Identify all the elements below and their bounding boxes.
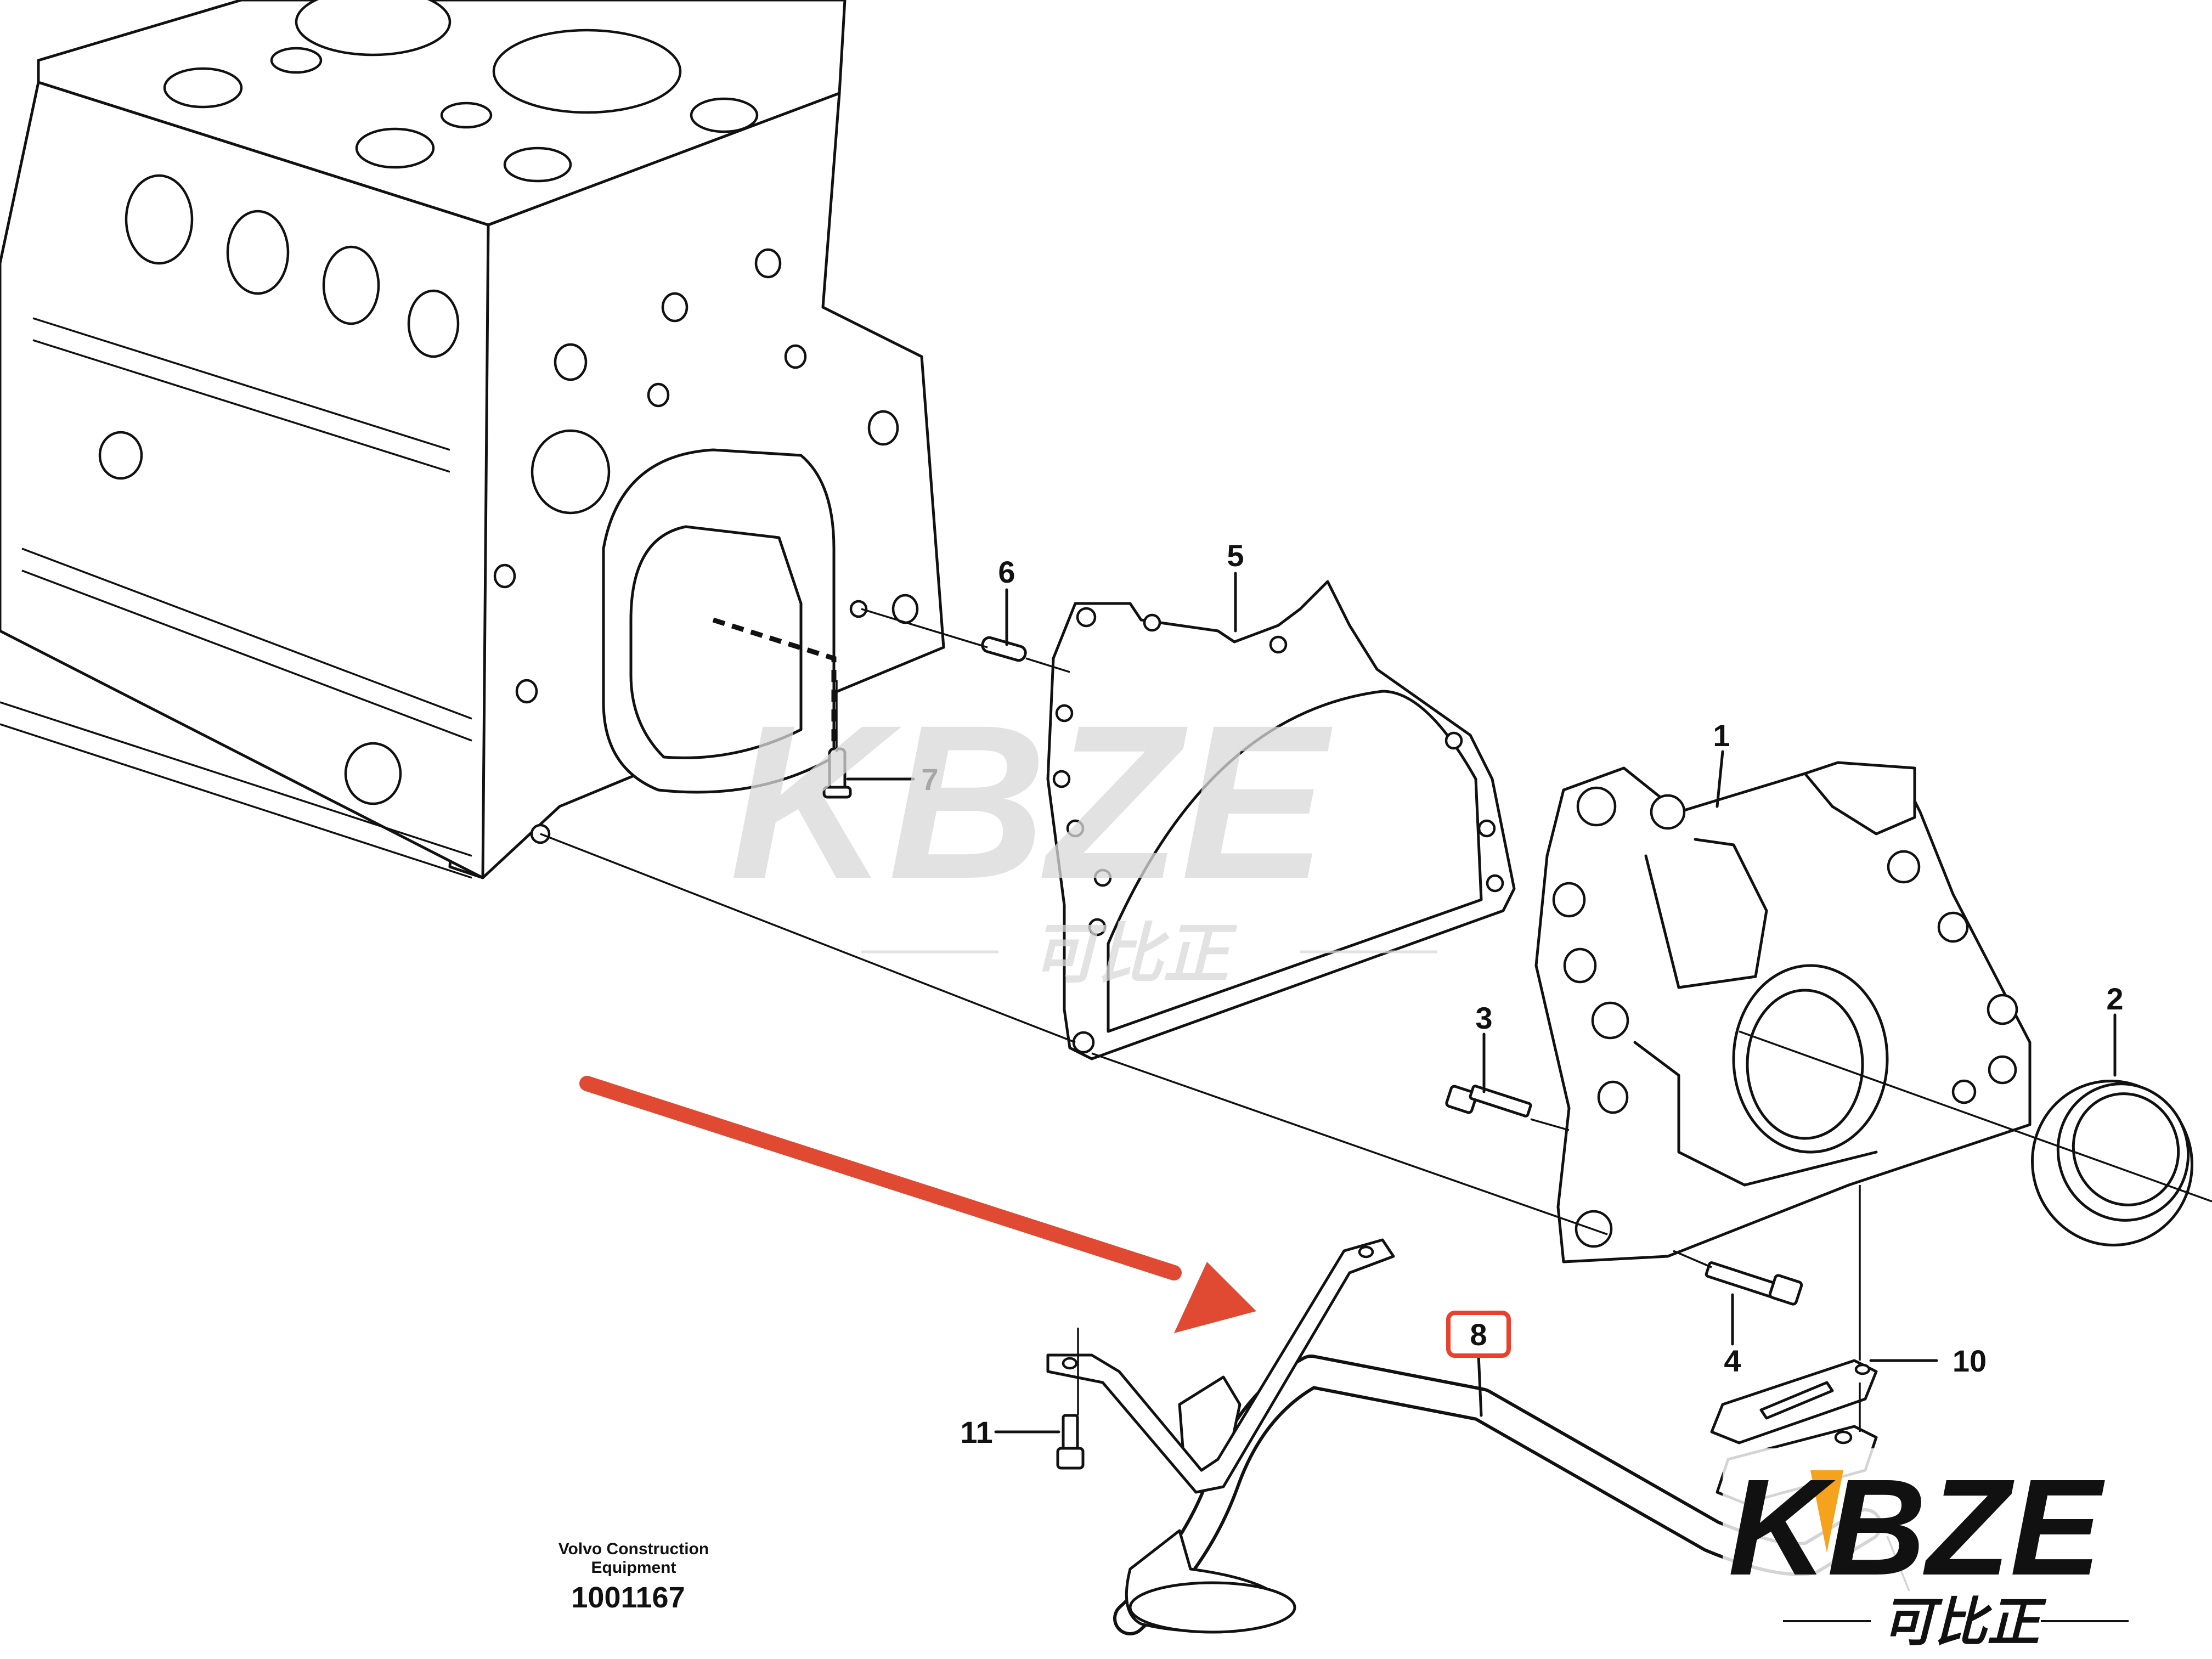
callout-7: 7 xyxy=(921,762,938,797)
callout-3: 3 xyxy=(1475,1001,1492,1035)
watermark-brand-center: KBZE xyxy=(730,679,1335,924)
source-credit: Volvo Construction Equipment 1001167 xyxy=(558,1540,709,1614)
watermark-chinese-center: 可比正 xyxy=(1031,917,1238,991)
callout-4: 4 xyxy=(1724,1344,1741,1378)
callout-2: 2 xyxy=(2106,981,2123,1016)
bolt-11 xyxy=(1056,1414,1085,1470)
watermark-brand-corner: KBZE xyxy=(1728,1451,2105,1604)
callout-10: 10 xyxy=(1953,1344,1987,1378)
crankshaft-seal xyxy=(2031,1079,2193,1247)
callout-5: 5 xyxy=(1227,538,1244,573)
watermark-corner: KBZE 可比正 xyxy=(1723,1448,2212,1659)
callout-6: 6 xyxy=(998,555,1015,589)
callout-8-highlight-box xyxy=(1446,1311,1511,1358)
bolt-4 xyxy=(1705,1261,1803,1306)
drawing-number: 1001167 xyxy=(571,1581,685,1614)
callout-1: 1 xyxy=(1713,718,1730,753)
watermark-center: KBZE 可比正 xyxy=(730,679,1437,991)
credit-line-2: Equipment xyxy=(591,1559,676,1577)
assembly-lines xyxy=(540,608,2212,1592)
callout-8: 8 xyxy=(1470,1317,1487,1352)
front-cover-gasket xyxy=(1046,580,1516,1060)
watermark-chinese-corner: 可比正 xyxy=(1882,1593,2047,1652)
flange-gasket xyxy=(1710,1359,1878,1444)
oil-pump-cover xyxy=(1534,761,2032,1263)
credit-line-1: Volvo Construction xyxy=(558,1540,709,1558)
dowel-pin xyxy=(981,636,1027,662)
pointer-arrow xyxy=(579,1076,1256,1333)
bolt-3 xyxy=(1445,1085,1532,1118)
callout-leaders xyxy=(846,572,2117,1434)
callout-11: 11 xyxy=(960,1415,992,1449)
callout-labels: 1 2 3 4 5 6 7 8 10 11 xyxy=(921,538,2123,1449)
engine-block xyxy=(0,0,945,879)
